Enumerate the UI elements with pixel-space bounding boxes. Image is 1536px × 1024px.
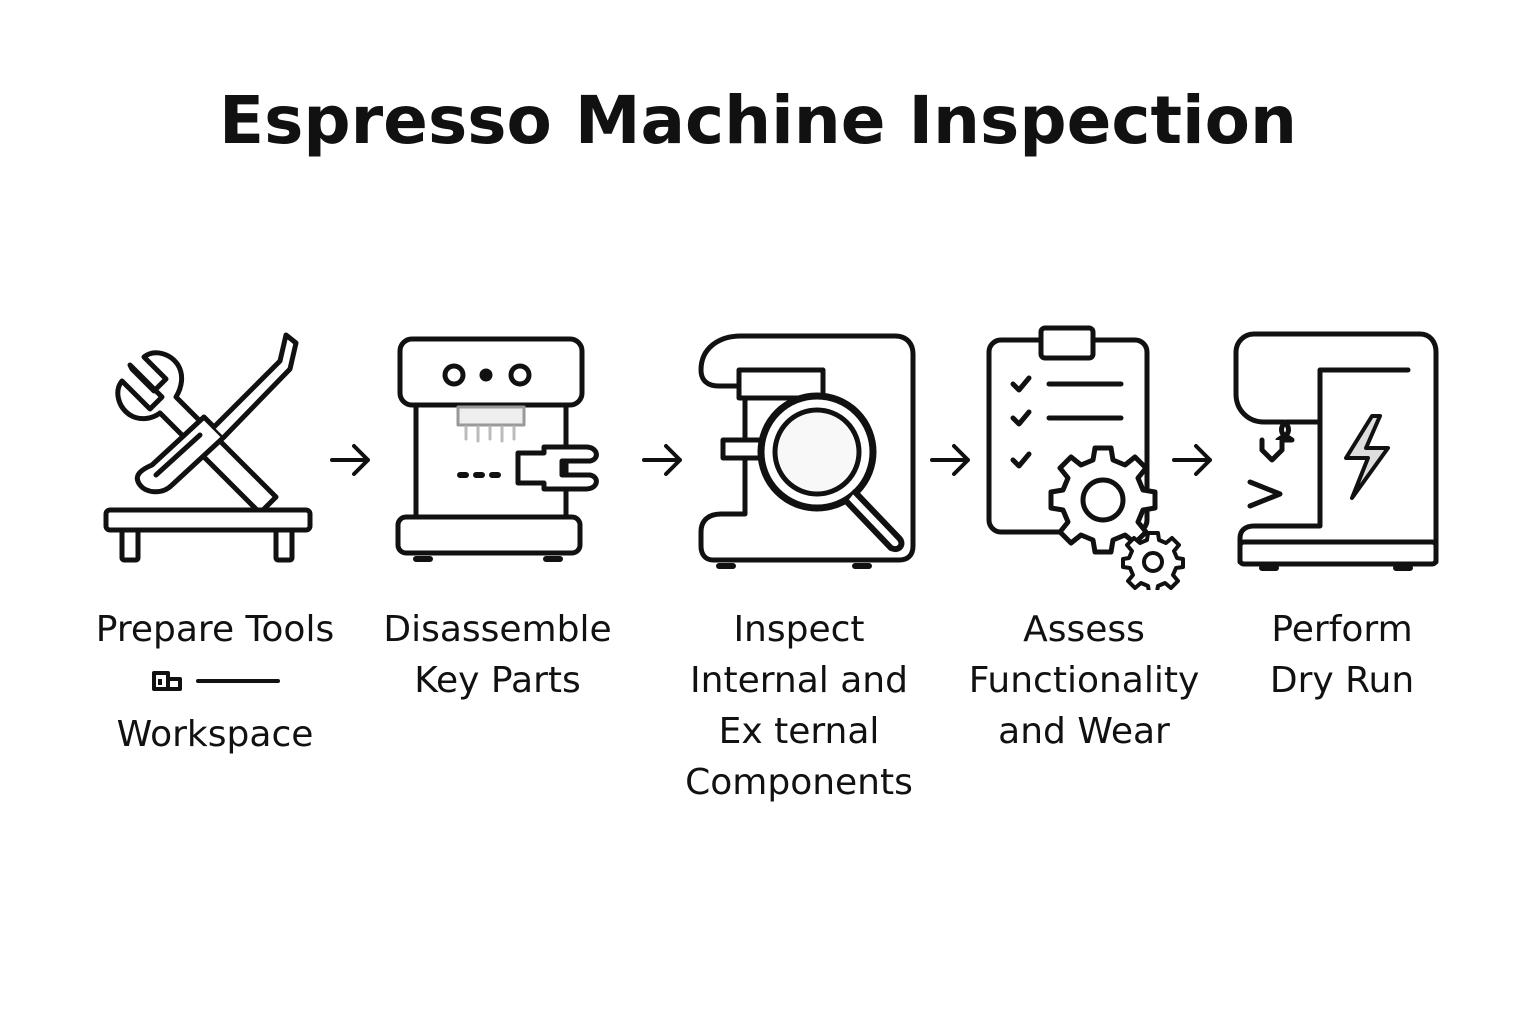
step-label-line: Functionality	[968, 660, 1200, 701]
checklist-gears-icon	[985, 322, 1190, 590]
step-label-assess: Assess Functionality and Wear	[950, 604, 1218, 757]
step-label-line: Dry Run	[1269, 660, 1415, 701]
arrow-icon	[1170, 440, 1216, 484]
espresso-machine-disassembly-icon	[394, 335, 609, 570]
step-label-inspect: Inspect Internal and Ex ternal Component…	[668, 604, 930, 808]
step-label-prepare-tools: Prepare Tools Workspace	[80, 604, 350, 760]
arrow-icon	[328, 440, 374, 484]
step-label-disassemble: Disassemble Key Parts	[370, 604, 625, 706]
arrow-icon	[640, 440, 686, 484]
step-label-line: and Wear	[998, 711, 1170, 752]
step-label-line: Inspect	[733, 609, 865, 650]
step-label-line: Internal and	[690, 660, 908, 701]
magnifier-espresso-machine-icon	[695, 330, 917, 570]
arrow-icon	[928, 440, 974, 484]
step-label-line: Components	[685, 762, 913, 803]
espresso-machine-power-icon	[1232, 330, 1442, 575]
step-label-line: Workspace	[116, 713, 314, 755]
step-label-line: Key Parts	[414, 660, 581, 701]
step-label-dry-run: Perform Dry Run	[1232, 604, 1452, 706]
step-label-line: Perform	[1271, 609, 1413, 650]
step-label-line: Prepare Tools	[95, 609, 335, 650]
step-label-line: Ex ternal	[718, 711, 880, 752]
step-label-line: Assess	[1023, 609, 1145, 650]
tool-connector-icon	[150, 655, 280, 706]
step-label-line: Disassemble	[383, 609, 612, 650]
wrench-screwdriver-workbench-icon	[100, 325, 315, 570]
page-title: Espresso Machine Inspection	[219, 82, 1297, 159]
